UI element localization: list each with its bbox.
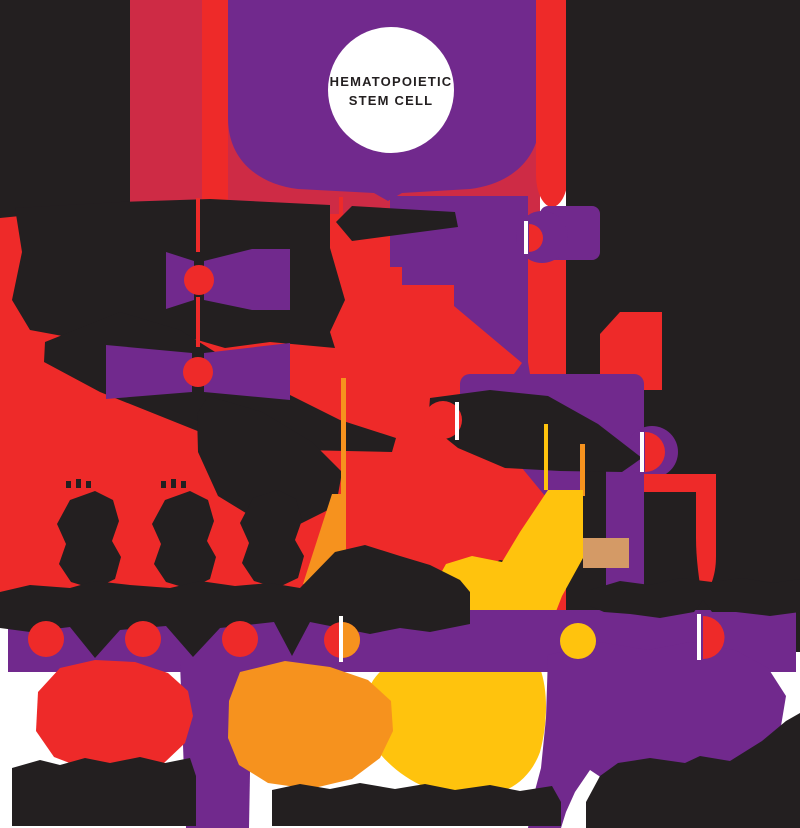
stem-cell-badge: HEMATOPOIETIC STEM CELL	[328, 27, 454, 153]
red-taper-right	[696, 492, 716, 597]
node-e-cell	[645, 432, 665, 472]
trunk-line-upper	[339, 197, 343, 231]
split-cell-orange-half	[342, 622, 360, 658]
purple-bottom-right-blob	[528, 642, 786, 828]
node-a-wing-left	[166, 252, 194, 309]
node-b-wing-left	[106, 345, 192, 399]
yellow-line	[544, 424, 548, 490]
node-d-line	[455, 402, 459, 440]
cell-silhouette	[240, 490, 304, 588]
tan-block	[583, 538, 629, 568]
red-wedge-right	[600, 312, 662, 390]
black-band-right	[590, 578, 800, 618]
black-wedge	[336, 206, 458, 241]
purple-elbow	[390, 196, 528, 368]
label-band-right	[586, 713, 800, 828]
cell-silhouette	[152, 491, 216, 589]
cell-silhouette	[57, 491, 121, 589]
diagram-title-line1: HEMATOPOIETIC	[330, 74, 453, 89]
node-a-wing-right	[204, 249, 290, 310]
node-e-line	[640, 432, 644, 472]
cell-silhouettes	[57, 477, 304, 589]
node-glyphs	[106, 198, 725, 660]
node-c-line	[524, 221, 528, 254]
red-column-top	[536, 0, 568, 207]
red-strip-left	[202, 0, 228, 214]
orange-line-right	[580, 444, 585, 496]
node-a-cell	[184, 265, 214, 295]
red-cell-circle	[28, 621, 64, 657]
black-topleft-block	[0, 0, 130, 218]
black-mass-below-node	[197, 396, 342, 524]
node-b-cell	[183, 357, 213, 387]
orange-line-left	[341, 378, 346, 558]
red-cell-circle	[125, 621, 161, 657]
node-a-stem	[196, 198, 200, 252]
node-f-cell	[703, 616, 725, 659]
split-cell-line	[339, 616, 343, 662]
node-d-cell	[424, 401, 462, 439]
red-band-right	[644, 474, 716, 492]
node-c-cell	[529, 224, 543, 252]
bottom-cell-circles	[28, 616, 596, 662]
black-mass-center-right	[428, 390, 642, 472]
orange-bottom-blob	[228, 661, 393, 789]
bottom-label-bands	[12, 713, 800, 828]
red-bottom-blob	[36, 660, 193, 773]
label-band-center	[272, 783, 561, 826]
red-cell-circle	[222, 621, 258, 657]
diagram-title-line2: STEM CELL	[349, 93, 433, 108]
purple-diag-tip	[514, 356, 530, 374]
label-band-left	[12, 757, 196, 826]
node-a-b-link	[196, 297, 200, 347]
stem-cell-circle	[328, 27, 454, 153]
node-b-wing-right	[204, 343, 290, 400]
yellow-cell-circle	[560, 623, 596, 659]
red-right-branch	[644, 474, 716, 597]
node-f-line	[697, 614, 701, 660]
